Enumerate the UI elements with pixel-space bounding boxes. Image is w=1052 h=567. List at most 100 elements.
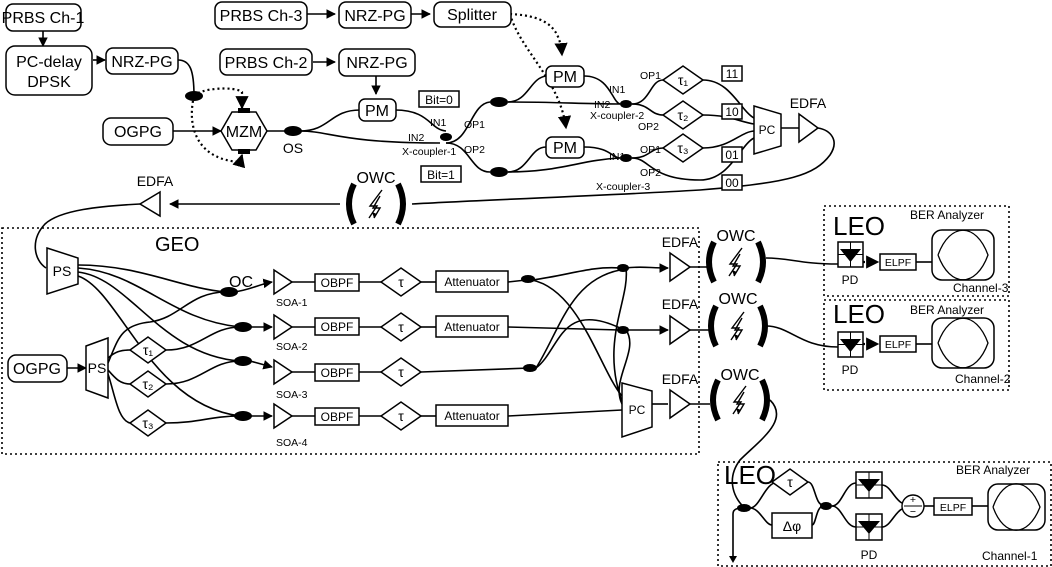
- owc-downlink-1-icon: [713, 380, 767, 420]
- edfa-geo-2-amplifier: EDFA: [662, 296, 699, 346]
- code-00-tag: 00: [721, 174, 743, 191]
- tau1-top-diamond: τ₁: [661, 65, 705, 95]
- svg-text:τ: τ: [398, 274, 404, 290]
- bit1-tag: Bit=1: [420, 165, 462, 183]
- leo-region-channel-3: [823, 205, 1010, 297]
- code-11-tag: 11: [721, 65, 743, 82]
- svg-text:τ₃: τ₃: [142, 415, 153, 431]
- oc-coupler-2: [234, 322, 252, 332]
- owc-downlink-3-label: OWC: [716, 228, 755, 245]
- oc-label: OC: [229, 274, 253, 291]
- xc3-op2-label: OP2: [640, 167, 661, 179]
- geo-split-dot-1: [521, 275, 535, 283]
- svg-text:Attenuator: Attenuator: [444, 275, 499, 289]
- prbs-ch3-block: PRBS Ch-3: [214, 1, 308, 30]
- svg-text:PD: PD: [842, 273, 859, 287]
- svg-text:EDFA: EDFA: [662, 296, 699, 312]
- owc-uplink-icon: [349, 184, 403, 224]
- ogpg-geo-block: OGPG: [7, 354, 68, 383]
- pm-ch2-block: PM: [358, 98, 397, 122]
- bit0-tag: Bit=0: [418, 90, 460, 108]
- prbs-ch2-block: PRBS Ch-2: [219, 48, 313, 76]
- svg-text:PM: PM: [553, 69, 577, 86]
- tau1-geo-diamond: τ₁: [128, 336, 168, 364]
- svg-text:OBPF: OBPF: [321, 366, 354, 380]
- xc2-op1-label: OP1: [640, 70, 661, 82]
- svg-text:PD: PD: [842, 363, 859, 377]
- svg-text:OBPF: OBPF: [321, 320, 354, 334]
- svg-text:LEO: LEO: [724, 460, 776, 490]
- svg-text:BER Analyzer: BER Analyzer: [956, 463, 1030, 477]
- ps-upper-block: PS: [46, 246, 79, 296]
- svg-text:Δφ: Δφ: [783, 518, 801, 534]
- svg-text:τ₃: τ₃: [677, 140, 688, 156]
- svg-text:PS: PS: [53, 263, 72, 279]
- svg-text:OBPF: OBPF: [321, 410, 354, 424]
- owc-downlink-2-label: OWC: [718, 291, 757, 308]
- obpf-4-block: OBPF: [314, 407, 360, 426]
- svg-text:PRBS Ch-3: PRBS Ch-3: [220, 8, 303, 25]
- nrz-pg-ch2-block: NRZ-PG: [338, 48, 416, 77]
- xc2-op2-label: OP2: [638, 121, 659, 133]
- tau2-top-diamond: τ₂: [661, 100, 705, 130]
- pm-upper-block: PM: [545, 65, 585, 88]
- xc3-op1-label: OP1: [640, 144, 661, 156]
- svg-text:PC: PC: [759, 123, 776, 137]
- svg-text:EDFA: EDFA: [662, 371, 699, 387]
- soa-1-amplifier: SOA-1: [273, 268, 308, 309]
- svg-text:Splitter: Splitter: [447, 7, 497, 24]
- leo-channel-1-receiver: LEO BER Analyzer τ Δφ PD + − ELPF: [724, 460, 1046, 563]
- pc-top-block: PC: [753, 104, 782, 156]
- oc-coupler-4: [234, 411, 252, 421]
- electrical-split-dot: [185, 91, 203, 101]
- leo-region-channel-1: [717, 461, 1052, 567]
- svg-text:PS: PS: [88, 360, 107, 376]
- svg-text:τ: τ: [398, 319, 404, 335]
- os-label: OS: [283, 140, 303, 156]
- svg-text:τ₁: τ₁: [143, 342, 154, 358]
- nrz-pg-ch1-block: NRZ-PG: [105, 47, 179, 75]
- oc-coupler-3: [234, 356, 252, 366]
- svg-text:PM: PM: [553, 140, 577, 157]
- svg-text:LEO: LEO: [833, 299, 885, 329]
- upper-split-coupler: [490, 97, 508, 107]
- xc3-in1-label: IN1: [609, 151, 626, 163]
- xc2-in1-label: IN1: [609, 84, 626, 96]
- prbs-ch1-block: PRBS Ch-1: [2, 3, 85, 32]
- svg-text:OGPG: OGPG: [13, 361, 61, 378]
- svg-text:τ: τ: [398, 364, 404, 380]
- svg-text:BER Analyzer: BER Analyzer: [910, 303, 984, 317]
- owc-downlink-1-label: OWC: [720, 367, 759, 384]
- svg-text:PRBS Ch-1: PRBS Ch-1: [2, 10, 85, 27]
- leo-channel-3-receiver: LEO BER Analyzer PD ELPF Channel-3: [833, 208, 1009, 295]
- xc1-op2-label: OP2: [464, 144, 485, 156]
- owc-downlink-3-icon: [709, 242, 763, 282]
- xc1-in2-label: IN2: [408, 132, 425, 144]
- soa-3-amplifier: SOA-3: [273, 358, 308, 401]
- svg-text:PRBS Ch-2: PRBS Ch-2: [225, 55, 308, 72]
- ogpg-top-block: OGPG: [102, 117, 174, 146]
- attenuator-1-block: Attenuator: [435, 270, 509, 293]
- svg-text:LEO: LEO: [833, 211, 885, 241]
- tau3-top-diamond: τ₃: [661, 133, 705, 163]
- svg-text:EDFA: EDFA: [790, 95, 827, 111]
- leo-region-channel-2: [823, 299, 1010, 391]
- obpf-1-block: OBPF: [314, 273, 360, 292]
- svg-text:NRZ-PG: NRZ-PG: [111, 54, 172, 71]
- svg-text:SOA-1: SOA-1: [276, 297, 308, 309]
- owc-uplink-label: OWC: [356, 170, 395, 187]
- svg-text:OGPG: OGPG: [114, 124, 162, 141]
- svg-text:Bit=0: Bit=0: [425, 93, 453, 107]
- svg-text:PC-delay: PC-delay: [16, 54, 82, 71]
- obpf-3-block: OBPF: [314, 363, 360, 382]
- svg-text:SOA-2: SOA-2: [276, 341, 308, 353]
- lower-split-coupler: [490, 167, 508, 177]
- svg-text:PM: PM: [365, 103, 389, 120]
- svg-text:−: −: [910, 506, 916, 518]
- electrical-dotted-wires: [190, 12, 572, 169]
- edfa-mid-amplifier: EDFA: [137, 173, 174, 218]
- ps-lower-block: PS: [85, 336, 109, 400]
- edfa-geo-3-amplifier: EDFA: [662, 371, 699, 420]
- xc1-op1-label: OP1: [464, 119, 485, 131]
- attenuator-4-block: Attenuator: [435, 404, 509, 427]
